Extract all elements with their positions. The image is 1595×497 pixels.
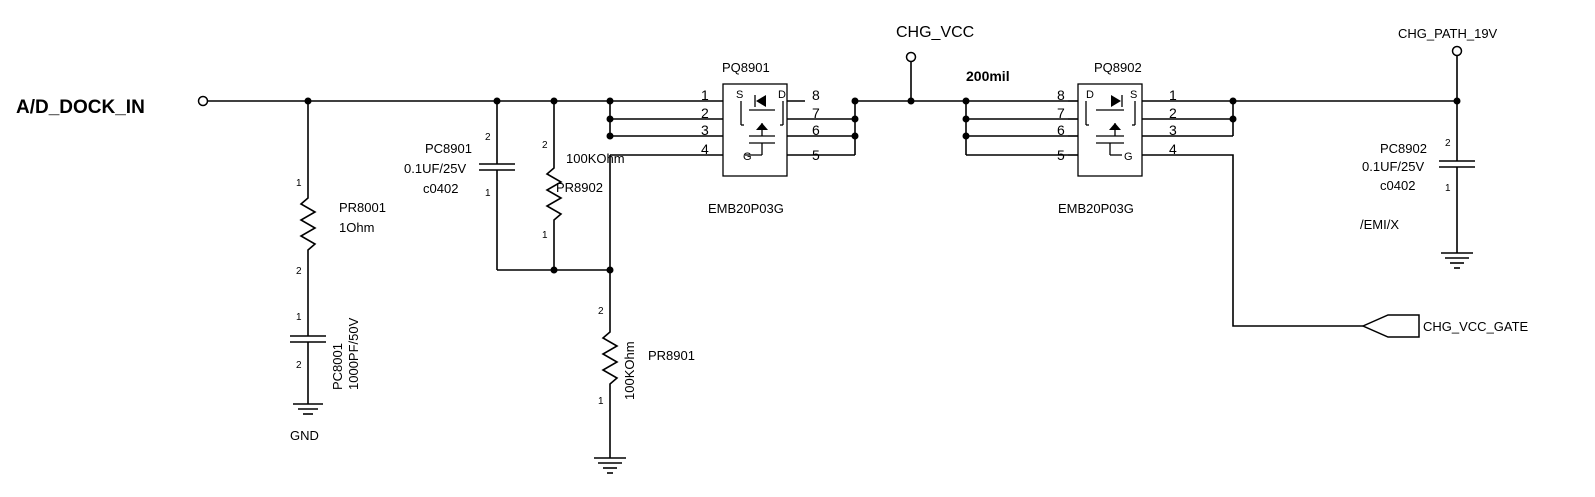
svg-text:2: 2 — [1445, 138, 1451, 149]
pmos-transistor-icon — [740, 101, 784, 156]
net-label-gate: CHG_VCC_GATE — [1423, 319, 1529, 334]
value-pc8001: 1000PF/50V — [346, 317, 361, 390]
junctions — [304, 97, 1461, 274]
value-pc8902: 0.1UF/25V — [1362, 159, 1424, 174]
svg-text:2: 2 — [485, 132, 491, 143]
ref-pc8902: PC8902 — [1380, 141, 1427, 156]
svg-text:2: 2 — [542, 140, 548, 151]
input-terminal-icon — [197, 95, 209, 107]
svg-text:1: 1 — [485, 188, 491, 199]
svg-text:4: 4 — [701, 141, 709, 157]
net-chg-vcc-port: CHG_VCC — [896, 24, 974, 63]
svg-text:2: 2 — [701, 105, 709, 121]
svg-text:2: 2 — [1169, 105, 1177, 121]
net-label-gnd: GND — [290, 428, 319, 443]
package-pc8901: c0402 — [423, 181, 458, 196]
ref-pc8001: PC8001 — [330, 343, 345, 390]
resistor-icon — [601, 320, 619, 392]
net-gate-port: CHG_VCC_GATE — [1361, 314, 1529, 338]
svg-text:S: S — [736, 89, 743, 101]
svg-text:1: 1 — [598, 396, 604, 407]
svg-text:7: 7 — [812, 105, 820, 121]
svg-text:3: 3 — [1169, 122, 1177, 138]
svg-text:6: 6 — [812, 122, 820, 138]
resistor-pr8001: 1 2 PR8001 1Ohm — [296, 170, 386, 277]
capacitor-pc8901: 2 1 PC8901 0.1UF/25V c0402 — [404, 132, 515, 199]
chg-path-terminal-icon — [1451, 45, 1463, 57]
net-chg-path-port: CHG_PATH_19V — [1398, 26, 1498, 57]
body-diode-icon — [754, 95, 766, 107]
ref-pq8902: PQ8902 — [1094, 60, 1142, 75]
chg-vcc-terminal-icon — [905, 51, 917, 63]
svg-text:1: 1 — [296, 312, 302, 323]
svg-text:S: S — [1130, 89, 1137, 101]
ic-body-icon — [722, 83, 788, 177]
svg-text:2: 2 — [296, 360, 302, 371]
value-pr8901: 100KOhm — [622, 341, 637, 400]
svg-text:7: 7 — [1057, 105, 1065, 121]
resistor-icon — [299, 170, 317, 262]
ref-pq8901: PQ8901 — [722, 60, 770, 75]
net-label-input: A/D_DOCK_IN — [16, 97, 145, 118]
net-label-chg-vcc: CHG_VCC — [896, 24, 974, 41]
svg-text:8: 8 — [812, 87, 820, 103]
ground-symbol-gnd: GND — [290, 403, 323, 443]
value-pc8901: 0.1UF/25V — [404, 161, 466, 176]
svg-text:6: 6 — [1057, 122, 1065, 138]
svg-text:8: 8 — [1057, 87, 1065, 103]
pmos-transistor-icon — [1085, 101, 1136, 156]
part-pq8902: EMB20P03G — [1058, 201, 1134, 216]
svg-text:2: 2 — [296, 266, 302, 277]
offpage-connector-icon — [1361, 314, 1420, 338]
value-pr8001: 1Ohm — [339, 220, 374, 235]
mosfet-pq8901: 1 2 3 4 8 7 6 5 S D G PQ8901 EM — [701, 60, 820, 216]
option-pc8902: /EMI/X — [1360, 217, 1399, 232]
svg-text:2: 2 — [598, 306, 604, 317]
svg-text:1: 1 — [1445, 183, 1451, 194]
svg-text:3: 3 — [701, 122, 709, 138]
ic-body-icon — [1077, 83, 1143, 177]
ref-pr8001: PR8001 — [339, 200, 386, 215]
ref-pc8901: PC8901 — [425, 141, 472, 156]
svg-text:G: G — [743, 151, 752, 163]
svg-text:D: D — [778, 89, 786, 101]
net-input-port: A/D_DOCK_IN — [16, 95, 209, 118]
svg-text:4: 4 — [1169, 141, 1177, 157]
ref-pr8902: PR8902 — [556, 180, 603, 195]
svg-text:1: 1 — [701, 87, 709, 103]
resistor-icon — [545, 140, 563, 230]
svg-text:G: G — [1124, 151, 1133, 163]
trace-width-label: 200mil — [966, 68, 1010, 84]
capacitor-pc8902: 2 1 PC8902 0.1UF/25V c0402 /EMI/X — [1360, 138, 1475, 232]
mosfet-pq8902: 8 7 6 5 1 2 3 4 D S G PQ8902 EMB20P03G — [1057, 60, 1177, 216]
svg-text:5: 5 — [1057, 147, 1065, 163]
svg-text:1: 1 — [542, 230, 548, 241]
value-pr8902: 100KOhm — [566, 151, 625, 166]
package-pc8902: c0402 — [1380, 178, 1415, 193]
svg-text:D: D — [1086, 89, 1094, 101]
resistor-pr8901: 2 1 100KOhm PR8901 — [598, 306, 695, 407]
net-label-chg-path: CHG_PATH_19V — [1398, 26, 1498, 41]
svg-text:5: 5 — [812, 147, 820, 163]
ground-symbol-pr8901 — [594, 457, 626, 474]
ref-pr8901: PR8901 — [648, 348, 695, 363]
svg-text:1: 1 — [296, 178, 302, 189]
wires — [208, 56, 1458, 458]
svg-text:1: 1 — [1169, 87, 1177, 103]
ground-symbol-pc8902 — [1441, 252, 1473, 269]
part-pq8901: EMB20P03G — [708, 201, 784, 216]
capacitor-pc8001: 1 2 PC8001 1000PF/50V — [290, 312, 361, 390]
resistor-pr8902: 2 1 100KOhm PR8902 — [542, 140, 625, 241]
body-diode-icon — [1111, 95, 1123, 107]
